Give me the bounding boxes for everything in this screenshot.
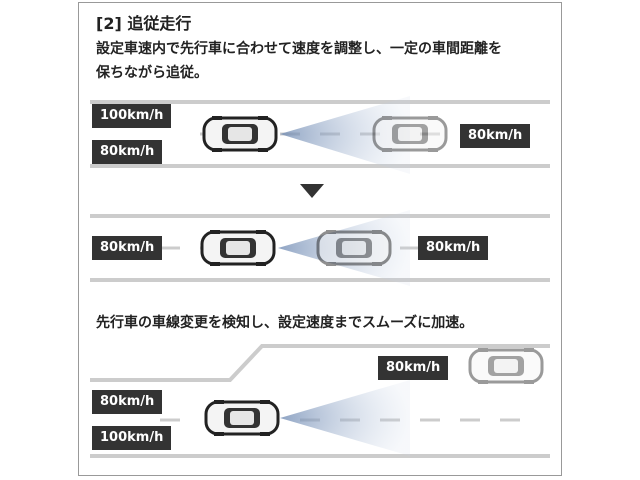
own-car-icon [202, 114, 278, 154]
lane-edge-top [90, 344, 550, 382]
lead-car-icon [468, 346, 544, 386]
lead-car-icon [372, 114, 448, 154]
set-speed-label: 100km/h [92, 426, 172, 450]
description-line-1: 設定車速内で先行車に合わせて速度を調整し、一定の車間距離を [96, 41, 502, 57]
lead-speed-label: 80km/h [378, 356, 449, 380]
own-speed-label: 80km/h [92, 390, 163, 414]
down-arrow-icon [300, 184, 324, 198]
scene-3 [90, 344, 550, 458]
section-heading: [2] 追従走行 [96, 14, 192, 33]
set-speed-label: 100km/h [92, 104, 172, 128]
own-car-icon [204, 398, 280, 438]
own-speed-label: 80km/h [92, 140, 163, 164]
lead-speed-label: 80km/h [418, 236, 489, 260]
scene-1 [90, 96, 550, 174]
radar-beam [280, 96, 410, 174]
description-line-2: 保ちながら追従。 [96, 65, 208, 81]
description-2: 先行車の車線変更を検知し、設定速度までスムーズに加速。 [96, 315, 474, 331]
radar-beam [280, 380, 410, 456]
own-car-icon [200, 228, 276, 268]
lead-car-icon [316, 228, 392, 268]
own-speed-label: 80km/h [92, 236, 163, 260]
lead-speed-label: 80km/h [460, 124, 531, 148]
